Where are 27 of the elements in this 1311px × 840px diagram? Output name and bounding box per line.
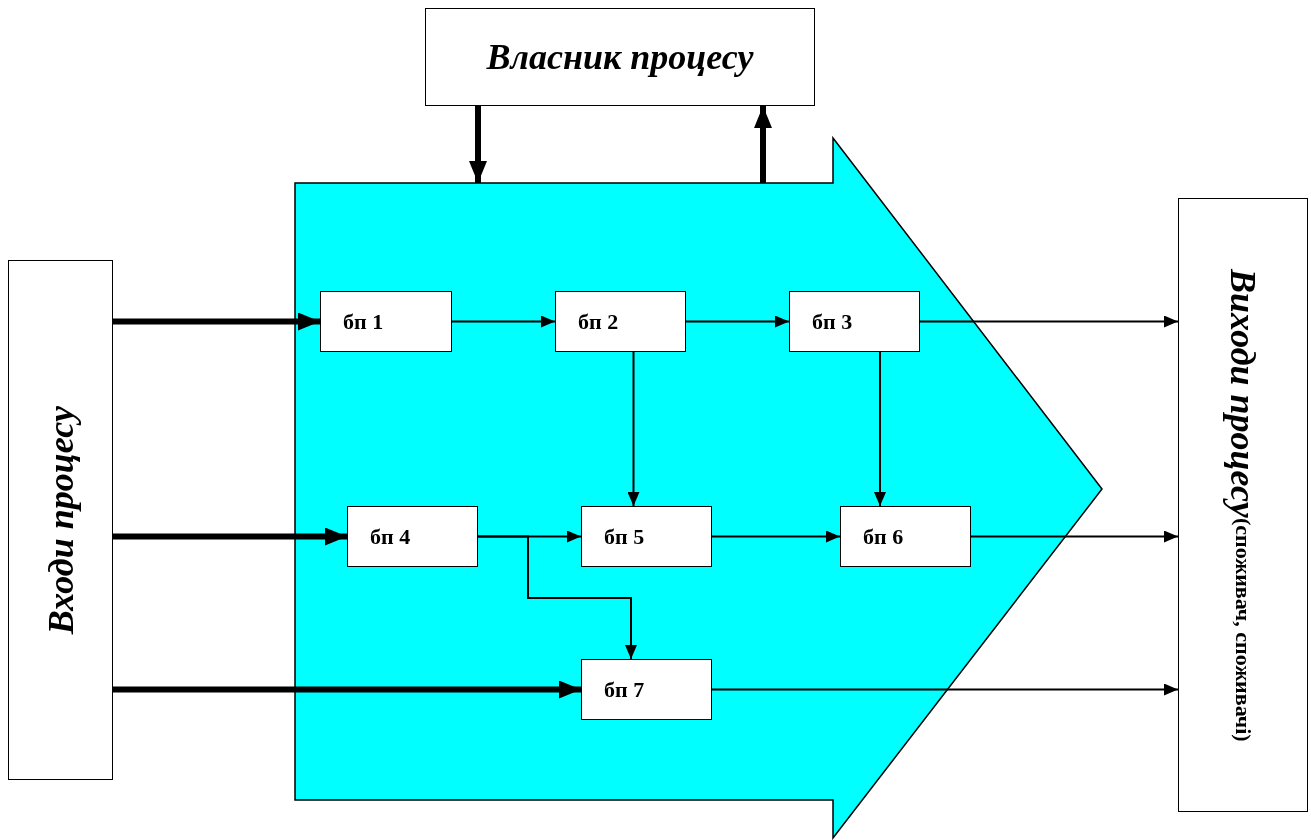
- arrow: [477, 535, 637, 660]
- box-title: Виходи процесу: [1222, 268, 1264, 518]
- subprocess-box: бп 2: [555, 291, 686, 352]
- arrow: [919, 315, 1179, 328]
- arrow: [970, 530, 1179, 543]
- thick-arrow: [754, 106, 772, 183]
- outputs-box: [1178, 198, 1308, 812]
- arrow: [711, 683, 1179, 696]
- subprocess-box: бп 1: [320, 291, 452, 352]
- arrow: [685, 315, 790, 328]
- box-subtitle: (споживач, споживачі): [1231, 517, 1256, 742]
- subprocess-box: бп 7: [581, 659, 712, 720]
- subprocess-box: бп 3: [789, 291, 920, 352]
- thick-arrow: [113, 680, 581, 699]
- subprocess-box: бп 4: [347, 506, 478, 567]
- thick-arrow: [469, 106, 487, 183]
- process-owner-box: Власник процесу: [425, 8, 815, 106]
- inputs-box: [8, 260, 113, 780]
- arrow: [874, 351, 886, 507]
- arrow: [451, 315, 556, 328]
- thick-arrow: [113, 312, 320, 331]
- subprocess-box: бп 6: [840, 506, 971, 567]
- arrow: [627, 351, 640, 507]
- arrow: [711, 530, 841, 543]
- box-title: Входи процесу: [39, 405, 82, 635]
- subprocess-box: бп 5: [581, 506, 712, 567]
- thick-arrow: [113, 527, 347, 546]
